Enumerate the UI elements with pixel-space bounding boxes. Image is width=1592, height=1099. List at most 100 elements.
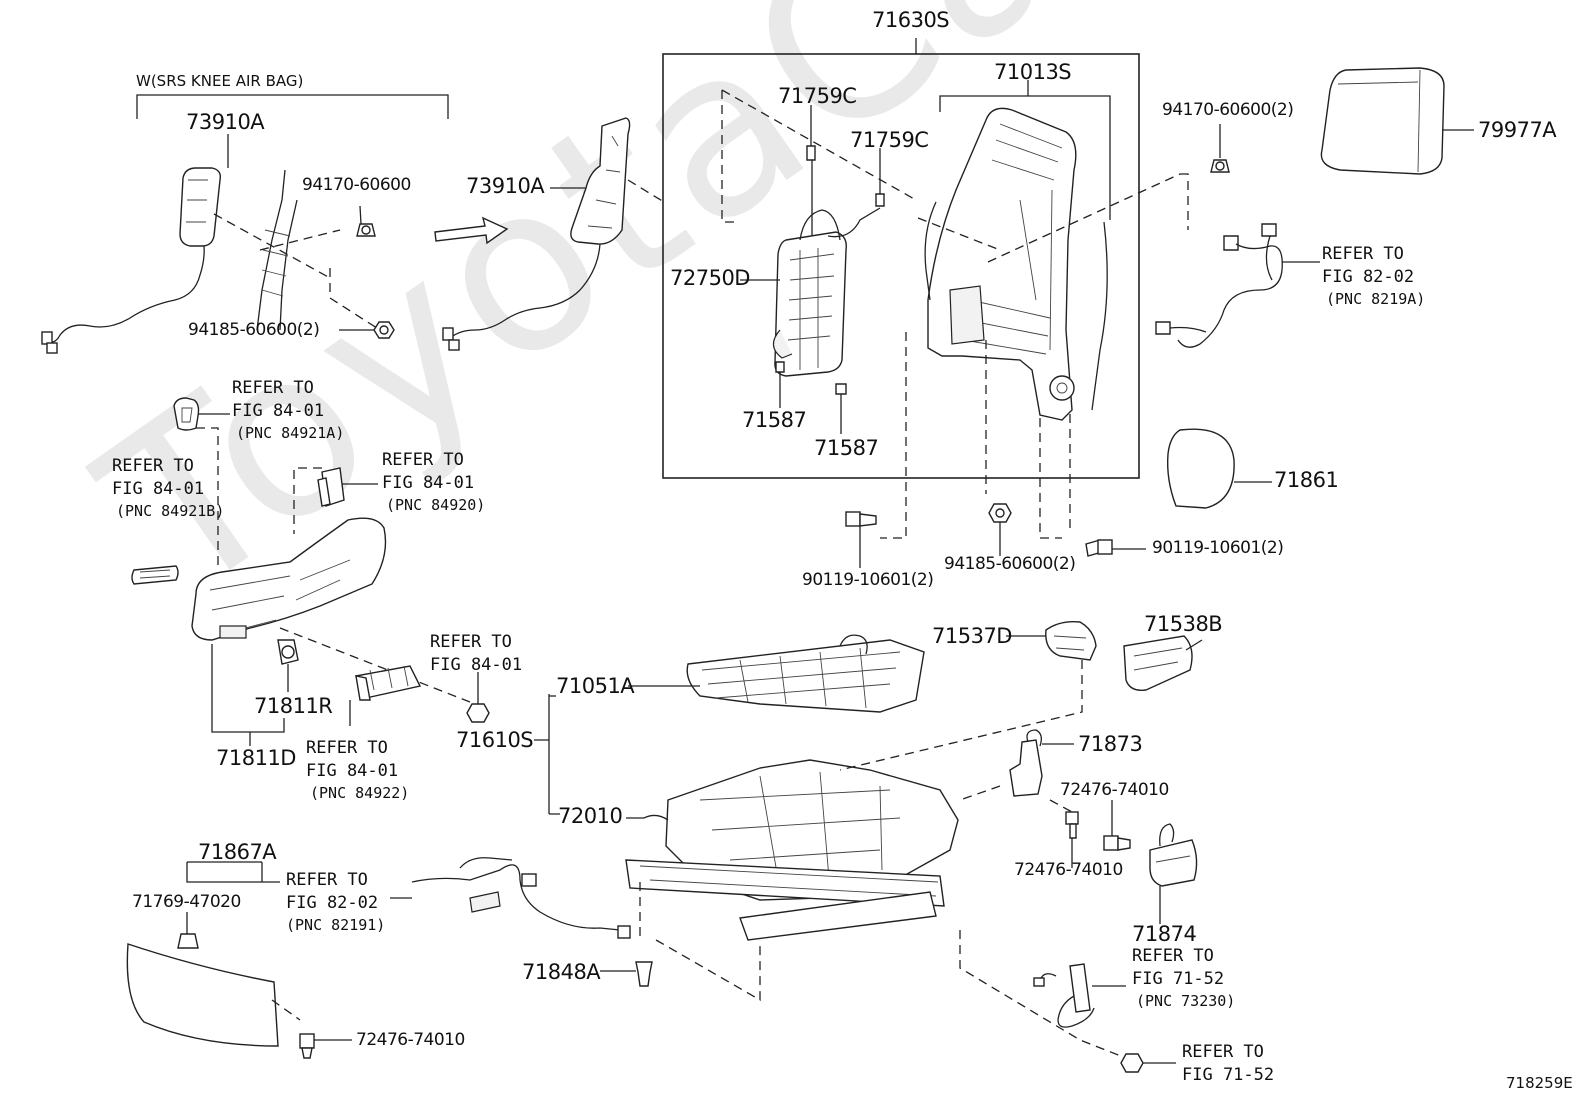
label-71538B[interactable]: 71538B [1144,612,1223,636]
ref-84922-line2[interactable]: FIG 84-01 [306,761,399,781]
ref-71-52-line2[interactable]: FIG 71-52 [1182,1065,1275,1085]
knob-84921B[interactable] [131,565,179,585]
label-72750D[interactable]: 72750D [670,266,750,290]
ref-73230-line2[interactable]: FIG 71-52 [1132,969,1225,989]
switch-84920[interactable] [317,467,345,507]
clip-71587-a[interactable] [775,361,785,373]
knob-71811R[interactable] [277,639,299,665]
bolt-72476-74010-b[interactable] [1103,835,1131,851]
label-73910A-right[interactable]: 73910A [466,174,545,198]
ref-84921A-line1: REFER TO [232,378,314,398]
label-71811R[interactable]: 71811R [254,694,333,718]
ref-84921B-pnc: (PNC 84921B) [116,502,225,520]
ref-82191-line1: REFER TO [286,870,368,890]
label-71848A[interactable]: 71848A [522,960,601,984]
cover-71874[interactable] [1149,823,1198,887]
group-note: W(SRS KNEE AIR BAG) [136,72,304,90]
ref-73230-pnc: (PNC 73230) [1136,992,1236,1010]
direction-arrow [434,216,509,245]
knee-airbag-left[interactable] [41,167,222,354]
label-72476-74010-c[interactable]: 72476-74010 [356,1030,465,1050]
srs-knee-airbag-bracket [136,94,449,119]
screw-84-01[interactable] [466,703,490,723]
cushion-frame-72010[interactable] [625,759,959,941]
label-71587-a[interactable]: 71587 [742,408,807,432]
ref-82191-line2[interactable]: FIG 82-02 [286,893,379,913]
ref-84921A-pnc: (PNC 84921A) [236,424,345,442]
wire-hook-71759C-a[interactable] [806,145,816,161]
nut-94185-60600-right[interactable] [988,503,1012,523]
seatback-wire-harness[interactable] [1155,223,1283,348]
clip-94170-60600-right[interactable] [1210,159,1230,173]
label-71759C-a[interactable]: 71759C [778,84,857,108]
ref-73230-line1: REFER TO [1132,946,1214,966]
cover-71867A[interactable] [126,943,279,1047]
label-73910A-left[interactable]: 73910A [186,110,265,134]
clip-94170-60600[interactable] [356,223,376,237]
ref-84921A-line2[interactable]: FIG 84-01 [232,401,325,421]
switch-84921A[interactable] [173,397,200,431]
label-71610S[interactable]: 71610S [456,728,534,752]
cushion-spring-71051A[interactable] [686,634,925,713]
label-94170-60600-2[interactable]: 94170-60600(2) [1162,100,1294,120]
label-94185-60600-left[interactable]: 94185-60600(2) [188,320,320,340]
label-71867A[interactable]: 71867A [198,840,277,864]
label-90119-10601-left[interactable]: 90119-10601(2) [802,570,934,590]
cover-71537D[interactable] [1045,620,1097,661]
ref-84921B-line1: REFER TO [112,456,194,476]
bolt-90119-10601-left[interactable] [845,511,877,527]
label-71861[interactable]: 71861 [1274,468,1339,492]
label-71873[interactable]: 71873 [1078,732,1143,756]
seat-belt-buckle[interactable] [1033,963,1095,1028]
cushion-wire-harness[interactable] [411,857,631,939]
label-71051A[interactable]: 71051A [556,674,635,698]
label-94170-60600[interactable]: 94170-60600 [302,175,411,195]
label-71874[interactable]: 71874 [1132,922,1197,946]
label-72010[interactable]: 72010 [558,804,623,828]
ref-84-01-line1: REFER TO [430,632,512,652]
label-71630S[interactable]: 71630S [872,8,950,32]
ref-84-01-line2[interactable]: FIG 84-01 [430,655,523,675]
trim-panel-sketch [256,169,298,331]
screw-72476-74010-c[interactable] [299,1033,315,1059]
pad-79977A[interactable] [1320,67,1445,175]
label-71013S[interactable]: 71013S [994,60,1072,84]
label-71769-47020[interactable]: 71769-47020 [132,892,241,912]
clip-71587-b[interactable] [835,383,847,395]
ref-84920-line2[interactable]: FIG 84-01 [382,473,475,493]
switch-84922[interactable] [354,665,422,701]
ref-84920-pnc: (PNC 84920) [386,496,486,514]
label-71537D[interactable]: 71537D [932,624,1012,648]
bolt-71-52[interactable] [1120,1053,1144,1073]
label-94185-60600-right[interactable]: 94185-60600(2) [944,554,1076,574]
lumbar-support-72750D[interactable] [772,150,881,377]
label-71811D[interactable]: 71811D [216,746,296,770]
cover-71538B[interactable] [1123,635,1193,691]
ref-84920-line1: REFER TO [382,450,464,470]
label-71759C-b[interactable]: 71759C [850,128,929,152]
label-79977A[interactable]: 79977A [1478,118,1557,142]
ref-82191-pnc: (PNC 82191) [286,916,386,934]
label-72476-74010-a[interactable]: 72476-74010 [1014,860,1123,880]
ref-84921B-line2[interactable]: FIG 84-01 [112,479,205,499]
nut-94185-60600-left[interactable] [373,321,395,339]
ref-8219A-line2[interactable]: FIG 82-02 [1322,267,1415,287]
bolt-90119-10601-right[interactable] [1085,539,1113,557]
cover-71861[interactable] [1166,428,1235,509]
label-71587-b[interactable]: 71587 [814,436,879,460]
bracket-71873[interactable] [1009,729,1043,797]
bolt-72476-74010-a[interactable] [1065,811,1079,839]
seatback-assembly-box [662,38,1140,479]
label-90119-10601-right[interactable]: 90119-10601(2) [1152,538,1284,558]
ref-84922-line1: REFER TO [306,738,388,758]
seatback-frame-71013S[interactable] [924,107,1108,421]
label-72476-74010-b[interactable]: 72476-74010 [1060,780,1169,800]
clip-71769-47020[interactable] [177,933,199,949]
clip-71848A[interactable] [635,961,653,987]
wire-hook-71759C-b[interactable] [875,193,885,207]
ref-71-52-line1: REFER TO [1182,1042,1264,1062]
seat-side-shield[interactable] [191,517,387,641]
figure-code: 718259E [1506,1074,1573,1092]
knee-airbag-right[interactable] [442,117,631,351]
